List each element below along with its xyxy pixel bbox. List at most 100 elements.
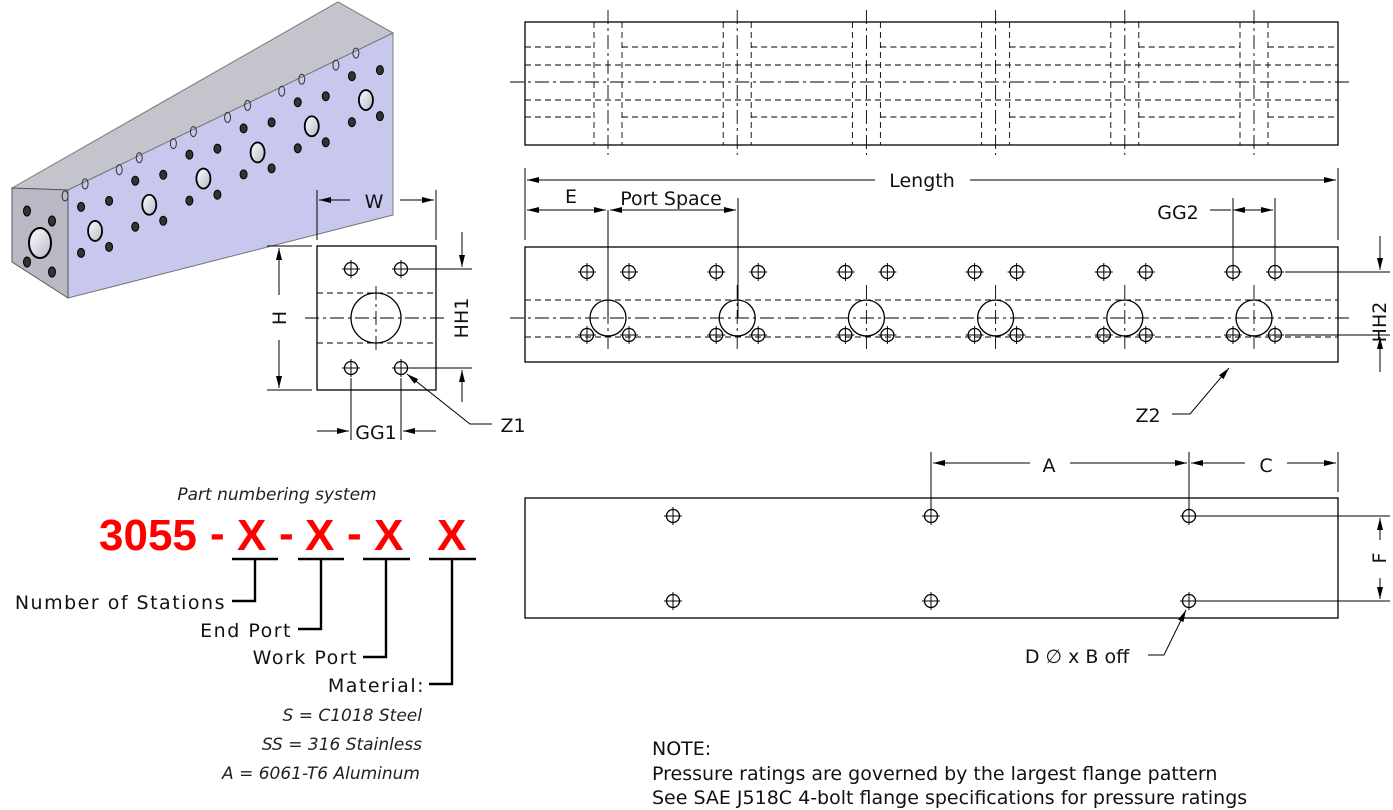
iso-bolt-hole: [375, 65, 384, 76]
length-label: Length: [889, 170, 955, 192]
bolt-hole: [965, 263, 984, 281]
bolt-hole: [342, 359, 360, 377]
iso-bolt-hole: [321, 91, 330, 102]
iso-top-hole: [332, 59, 340, 71]
bolt-hole: [1136, 263, 1155, 281]
bolt-hole: [1007, 326, 1026, 344]
field-work-port: Work Port: [253, 647, 358, 669]
a-label: A: [1043, 455, 1056, 477]
part-numbering-title: Part numbering system: [177, 485, 376, 505]
iso-top-hole: [61, 190, 69, 202]
bolt-hole: [1007, 263, 1026, 281]
iso-top-hole: [244, 99, 252, 111]
bolt-hole: [1180, 592, 1198, 610]
iso-top-hole: [115, 164, 123, 176]
top-view: [510, 10, 1352, 155]
iso-bolt-hole: [213, 189, 222, 200]
iso-bolt-hole: [321, 137, 330, 148]
bolt-hole: [836, 326, 855, 344]
bolt-hole: [1094, 263, 1113, 281]
bolt-hole: [749, 263, 768, 281]
bolt-hole: [578, 326, 596, 344]
z1-label: Z1: [500, 415, 525, 437]
iso-top-hole: [224, 111, 232, 123]
bolt-hole: [1094, 326, 1113, 344]
iso-top-hole: [278, 85, 286, 97]
end-view: [305, 245, 448, 391]
iso-bolt-hole: [267, 117, 276, 128]
note-line-1: Pressure ratings are governed by the lar…: [652, 763, 1217, 785]
w-label: W: [365, 191, 384, 213]
work-port: [1106, 299, 1144, 337]
iso-end-bolt-hole: [23, 256, 31, 268]
bolt-hole: [836, 263, 855, 281]
bolt-hole: [878, 263, 897, 281]
dash: -: [347, 509, 362, 558]
dash: -: [210, 509, 225, 558]
bolt-hole: [578, 263, 596, 281]
iso-work-port: [249, 141, 266, 164]
work-port-code: X: [374, 511, 403, 560]
work-port: [976, 299, 1015, 337]
iso-bolt-hole: [105, 241, 114, 252]
bolt-hole: [392, 260, 410, 278]
material-stainless: SS = 316 Stainless: [262, 735, 422, 755]
stations-code: X: [237, 511, 266, 560]
bolt-hole: [707, 263, 726, 281]
iso-bolt-hole: [293, 97, 302, 108]
bolt-hole: [392, 359, 410, 377]
iso-bolt-hole: [159, 169, 168, 180]
bolt-hole: [1224, 326, 1242, 344]
iso-end-bolt-hole: [48, 215, 56, 227]
dimensions: Length E Port Space GG2 HH2 Z2 W H HH1 G…: [267, 168, 1391, 668]
gg2-label: GG2: [1157, 202, 1199, 224]
end-port-code: X: [305, 511, 334, 560]
iso-end-bolt-hole: [23, 205, 31, 217]
iso-bolt-hole: [239, 123, 248, 134]
iso-bolt-hole: [185, 149, 194, 160]
z2-label: Z2: [1135, 405, 1160, 427]
bolt-hole: [965, 326, 984, 344]
iso-bolt-hole: [159, 215, 168, 226]
front-view: [510, 246, 1352, 363]
iso-top-hole: [298, 73, 306, 85]
iso-work-port: [87, 220, 103, 242]
isometric-view: [10, 1, 395, 299]
note-line-2: See SAE J518C 4-bolt flange specificatio…: [652, 787, 1247, 809]
field-number-of-stations: Number of Stations: [15, 592, 226, 614]
dash: -: [279, 509, 294, 558]
h-label: H: [269, 311, 291, 325]
work-port: [1235, 299, 1273, 337]
bolt-hole: [878, 326, 897, 344]
d-off-label: D ∅ x B off: [1025, 646, 1130, 668]
bolt-hole: [707, 326, 726, 344]
port-space-label: Port Space: [620, 188, 722, 210]
iso-bolt-hole: [239, 169, 248, 180]
f-label: F: [1369, 553, 1391, 564]
work-port: [847, 299, 886, 337]
material-code: X: [437, 511, 466, 560]
iso-top-hole: [169, 138, 177, 150]
iso-end-port: [28, 227, 52, 259]
part-base-number: 3055: [99, 511, 197, 560]
bolt-hole: [922, 507, 940, 525]
bolt-hole: [664, 592, 682, 610]
note-heading: NOTE:: [652, 738, 711, 760]
bolt-hole: [749, 326, 768, 344]
iso-top-hole: [352, 47, 360, 59]
iso-top-hole: [81, 178, 89, 190]
iso-bolt-hole: [347, 117, 356, 128]
iso-work-port: [358, 89, 374, 111]
bolt-hole: [620, 326, 638, 344]
iso-work-port: [195, 167, 212, 190]
iso-bolt-hole: [77, 247, 86, 258]
bolt-hole: [1266, 326, 1284, 344]
iso-bolt-hole: [347, 71, 356, 82]
gg1-label: GG1: [355, 422, 397, 444]
e-label: E: [565, 186, 577, 208]
bolt-hole: [1180, 507, 1198, 525]
bolt-hole: [342, 260, 360, 278]
iso-top-hole: [189, 126, 197, 138]
c-label: C: [1259, 455, 1272, 477]
